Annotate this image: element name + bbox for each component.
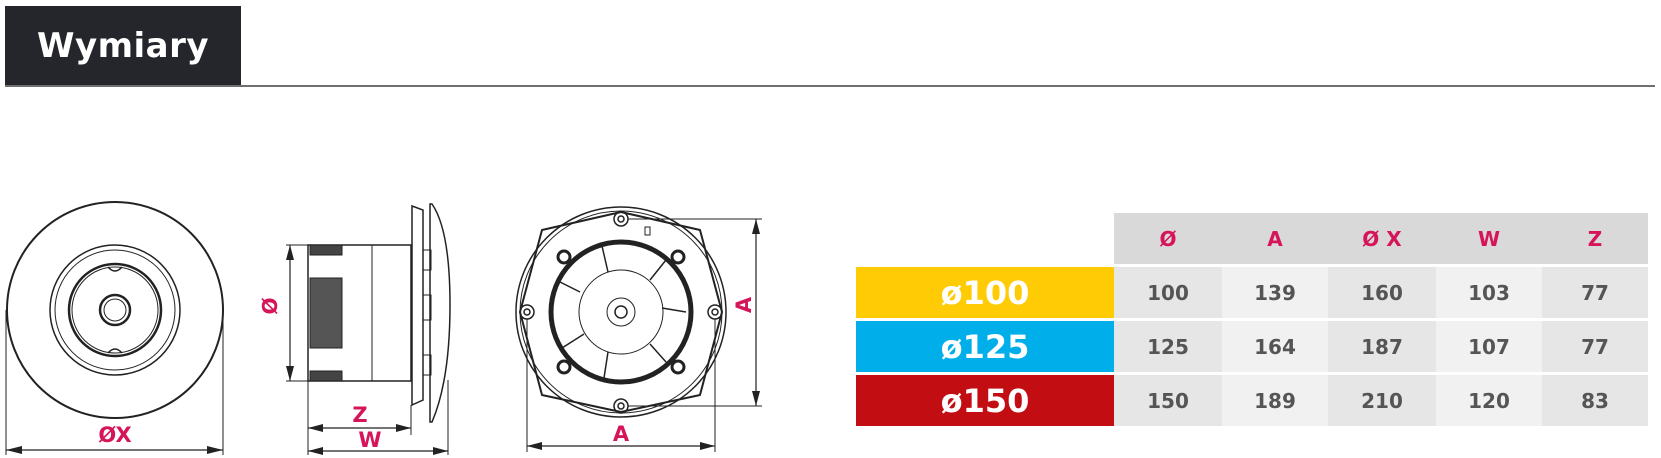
label-diameter: Ø bbox=[260, 297, 282, 314]
label-a-vertical: A bbox=[732, 296, 756, 313]
table-cell: 210 bbox=[1328, 375, 1436, 426]
col-header-z: Z bbox=[1542, 213, 1648, 264]
col-header-w: W bbox=[1436, 213, 1542, 264]
table-cell: 160 bbox=[1328, 267, 1436, 318]
side-view-drawing: Ø Z W bbox=[260, 203, 451, 455]
table-cell: 164 bbox=[1222, 321, 1328, 372]
table-cell: 77 bbox=[1542, 321, 1648, 372]
label-a-horizontal: A bbox=[613, 422, 630, 446]
section-title-text: Wymiary bbox=[36, 26, 210, 66]
row-label-125: ø125 bbox=[856, 321, 1114, 372]
table-cell: 139 bbox=[1222, 267, 1328, 318]
table-cell: 125 bbox=[1114, 321, 1222, 372]
col-header-a: A bbox=[1222, 213, 1328, 264]
label-w: W bbox=[358, 428, 381, 452]
label-ox: ØX bbox=[98, 423, 131, 447]
row-label-100: ø100 bbox=[856, 267, 1114, 318]
table-cell: 120 bbox=[1436, 375, 1542, 426]
front-view-drawing: ØX bbox=[5, 201, 224, 455]
table-cell: 150 bbox=[1114, 375, 1222, 426]
col-header-diameter: Ø bbox=[1114, 213, 1222, 264]
table-cell: 83 bbox=[1542, 375, 1648, 426]
title-divider bbox=[5, 85, 1655, 87]
back-view-drawing: A A bbox=[515, 206, 762, 452]
label-z: Z bbox=[352, 403, 367, 427]
table-cell: 107 bbox=[1436, 321, 1542, 372]
table-cell: 77 bbox=[1542, 267, 1648, 318]
row-label-150: ø150 bbox=[856, 375, 1114, 426]
section-title: Wymiary bbox=[5, 6, 241, 86]
col-header-ox: Ø X bbox=[1328, 213, 1436, 264]
table-cell: 103 bbox=[1436, 267, 1542, 318]
table-cell: 100 bbox=[1114, 267, 1222, 318]
table-cell: 189 bbox=[1222, 375, 1328, 426]
table-cell: 187 bbox=[1328, 321, 1436, 372]
